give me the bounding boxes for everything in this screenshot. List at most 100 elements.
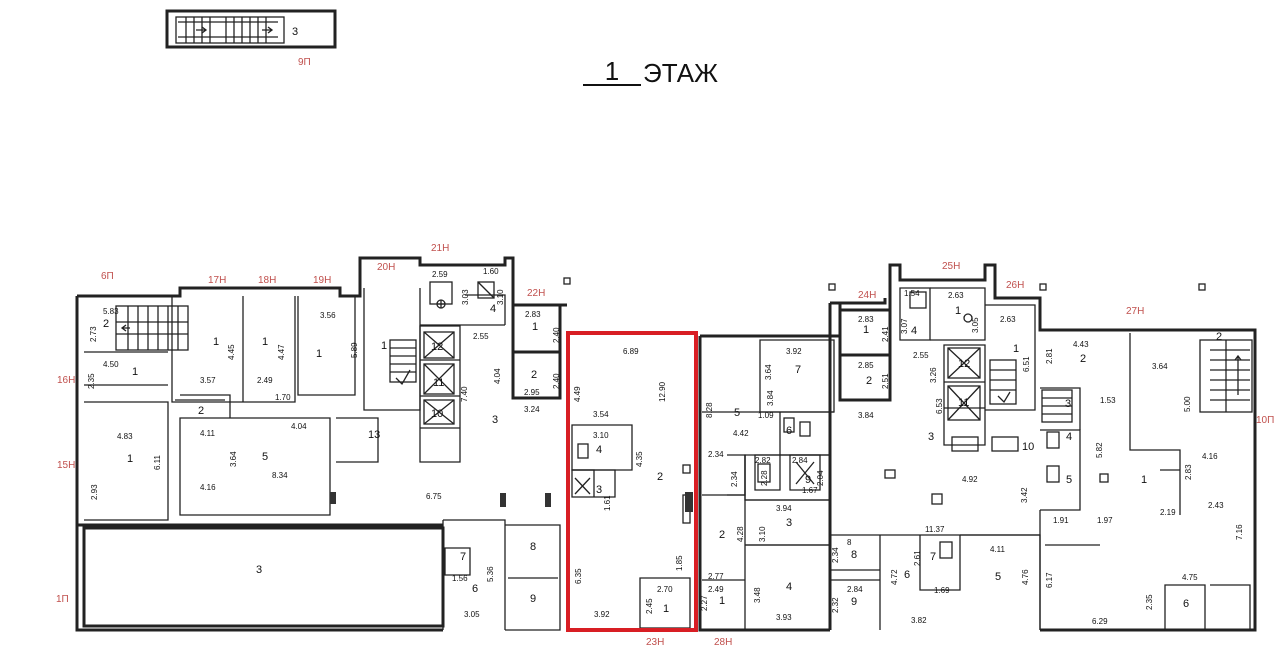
- room-number: 3: [256, 564, 262, 576]
- dim-label: 12.90: [658, 381, 667, 402]
- axis-label-18n: 18Н: [258, 275, 276, 286]
- dim-label: 6.53: [935, 398, 944, 414]
- dim-label: 2.55: [473, 332, 489, 341]
- dim-label: 2.81: [1045, 348, 1054, 364]
- dim-label: 2.85: [858, 361, 874, 370]
- room-number: 1: [863, 324, 869, 336]
- walls-left-block: [75, 256, 567, 632]
- room-number: 3: [596, 484, 602, 496]
- inset-plan: 3 9П: [165, 9, 337, 68]
- dim-label: 3.54: [593, 410, 609, 419]
- room-number: 3: [1065, 398, 1071, 410]
- dim-label: 4.50: [103, 360, 119, 369]
- room-number: 9: [805, 474, 811, 486]
- room-number: 10: [431, 408, 443, 420]
- dim-label: 8.34: [272, 471, 288, 480]
- axis-label-23n: 23Н: [646, 637, 664, 648]
- floor-title: 1 ЭТАЖ: [583, 56, 718, 86]
- elevators-right: [884, 291, 1109, 559]
- dim-label: 4.04: [291, 422, 307, 431]
- room-number: 12: [431, 341, 443, 353]
- room-number: 4: [490, 303, 496, 315]
- dim-label: 6.51: [1022, 356, 1031, 372]
- room-number: 2: [866, 375, 872, 387]
- inset-axis-label: 9П: [298, 57, 311, 68]
- dim-label: 2.49: [257, 376, 273, 385]
- axis-label-21n: 21Н: [431, 243, 449, 254]
- room-number: 2: [657, 471, 663, 483]
- dim-label: 2.19: [1160, 508, 1176, 517]
- dim-label: 2.32: [831, 597, 840, 613]
- room-number: 5: [734, 407, 740, 419]
- dim-label: 3.10: [593, 431, 609, 440]
- dim-label: 1.67: [802, 486, 818, 495]
- room-number: 2: [1080, 353, 1086, 365]
- dim-label: 1.61: [603, 495, 612, 511]
- dim-label: 2.59: [432, 270, 448, 279]
- dim-label: 2.41: [881, 326, 890, 342]
- dim-label: 2.27: [700, 595, 709, 611]
- dim-label: 3.07: [900, 318, 909, 334]
- dim-label: 4.28: [736, 526, 745, 542]
- room-number: 6: [472, 583, 478, 595]
- room-number: 1: [262, 336, 268, 348]
- room-number: 2: [531, 369, 537, 381]
- dim-label: 5.00: [1183, 396, 1192, 412]
- dim-label: 2.40: [552, 373, 561, 389]
- dim-label: 2.83: [525, 310, 541, 319]
- room-number: 3: [928, 431, 934, 443]
- dim-label: 2.83: [858, 315, 874, 324]
- axis-label-28n: 28Н: [714, 637, 732, 648]
- dim-label: 2.51: [881, 373, 890, 389]
- dim-label: 3.84: [766, 390, 775, 406]
- dim-label: 2.34: [708, 450, 724, 459]
- room-number: 11: [958, 397, 969, 409]
- axis-label-20n: 20Н: [377, 262, 395, 273]
- dim-label: 8.28: [705, 402, 714, 418]
- dim-label: 3.24: [524, 405, 540, 414]
- dim-label: 6.89: [623, 347, 639, 356]
- dim-label: 1.85: [675, 555, 684, 571]
- dim-label: 4.49: [573, 386, 582, 402]
- dim-label: 3.84: [858, 411, 874, 420]
- floor-label: ЭТАЖ: [643, 58, 719, 88]
- dim-label: 4.45: [227, 344, 236, 360]
- room-number: 5: [995, 571, 1001, 583]
- room-number: 1: [663, 603, 669, 615]
- floor-number: 1: [583, 58, 641, 86]
- dim-label: 4.35: [635, 451, 644, 467]
- axis-label-6p: 6П: [101, 271, 114, 282]
- dim-label: 3.94: [776, 504, 792, 513]
- room-number: 1: [316, 348, 322, 360]
- axis-label-17n: 17Н: [208, 275, 226, 286]
- axis-label-16n: 16Н: [57, 375, 75, 386]
- room-number: 3: [492, 414, 498, 426]
- dim-label: 1.53: [1100, 396, 1116, 405]
- dim-label: 6.75: [426, 492, 442, 501]
- room-number: 7: [930, 551, 936, 563]
- dim-label: 2.83: [1184, 464, 1193, 480]
- dim-label: 2.63: [948, 291, 964, 300]
- dim-label: 6.35: [574, 568, 583, 584]
- dim-label: 2.95: [524, 388, 540, 397]
- dim-label: 3.64: [1152, 362, 1168, 371]
- room-number: 8: [851, 549, 857, 561]
- dim-label: 4.47: [277, 344, 286, 360]
- axis-label-26n: 26Н: [1006, 280, 1024, 291]
- dim-label: 3.92: [786, 347, 802, 356]
- axis-label-15n: 15Н: [57, 460, 75, 471]
- axis-label-27n: 27Н: [1126, 306, 1144, 317]
- dim-label: 2.40: [552, 327, 561, 343]
- dim-label: 3.56: [320, 311, 336, 320]
- dim-label: 2.77: [708, 572, 724, 581]
- room-number: 1: [381, 340, 387, 352]
- dim-label: 7.40: [460, 386, 469, 402]
- highlight-frame: [566, 331, 698, 632]
- room-number: 4: [911, 325, 917, 337]
- dim-label: 2.34: [831, 547, 840, 563]
- room-number: 1: [719, 595, 725, 607]
- dim-label: 2.45: [645, 598, 654, 614]
- dim-label: 4.76: [1021, 569, 1030, 585]
- dim-label: 4.83: [117, 432, 133, 441]
